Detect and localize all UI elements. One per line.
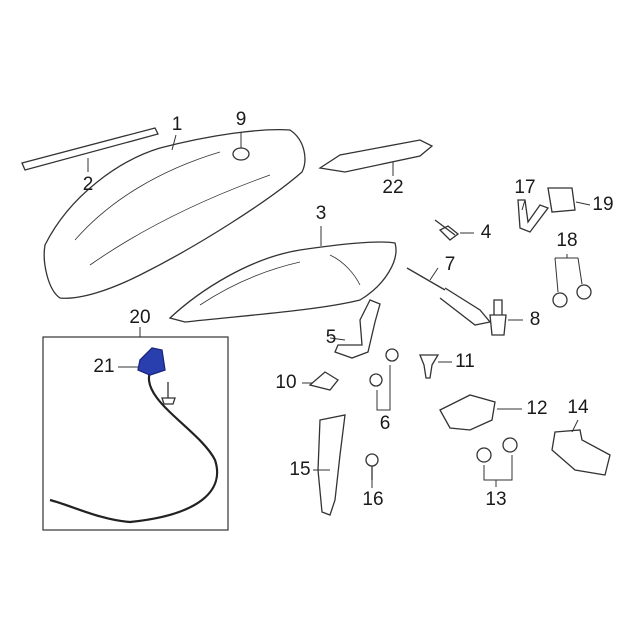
callout-13: 13 [485,489,507,510]
hinge-plate [547,187,576,213]
support-rod [334,299,381,359]
splash-shield [551,429,611,476]
bolt [434,219,460,241]
callout-3: 3 [315,203,327,224]
hood-seal [318,139,434,173]
callout-6: 6 [379,413,391,434]
callout-20: 20 [129,307,151,328]
callout-18: 18 [556,230,578,251]
push-pin [419,354,440,379]
hood-insulator [168,241,397,323]
hood-strut [406,267,492,326]
weatherstrip [21,127,159,171]
callout-10: 10 [275,372,297,393]
callout-1: 1 [171,114,183,135]
latch-bracket [439,394,496,431]
callout-9: 9 [235,109,247,130]
fastener [385,348,399,362]
release-cable [49,371,219,524]
callout-7: 7 [444,254,456,275]
callout-22: 22 [382,177,404,198]
callout-5: 5 [325,327,337,348]
callout-11: 11 [455,351,475,372]
insulator-pad [308,371,339,391]
hood-bumper [232,147,250,161]
callout-15: 15 [289,459,311,480]
clip [552,292,568,308]
callout-19: 19 [592,194,614,215]
latch-cable-box [42,336,229,531]
clip [476,447,492,463]
side-seal [317,414,346,516]
callout-12: 12 [526,398,548,419]
hood-latch [137,347,166,376]
bolt [365,453,379,467]
callout-21: 21 [93,356,115,377]
clip [502,437,518,453]
bracket [517,199,550,233]
hood-panel [43,129,306,299]
callout-14: 14 [567,397,589,418]
callout-16: 16 [362,489,384,510]
ball-stud [489,299,507,336]
callout-4: 4 [480,222,492,243]
callout-17: 17 [514,177,536,198]
clip [576,284,592,300]
callout-2: 2 [82,174,94,195]
callout-8: 8 [529,309,541,330]
fastener [369,373,383,387]
